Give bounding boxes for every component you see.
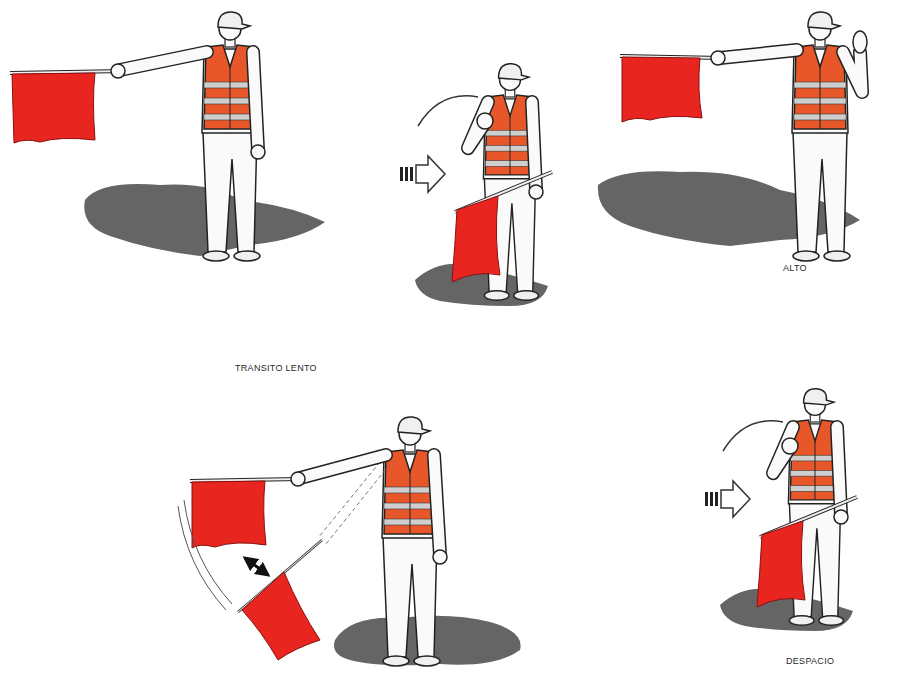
flagger-wave-flag — [178, 417, 521, 666]
signal-label: ALTO — [783, 263, 807, 273]
signal-label: TRANSITO LENTO — [235, 363, 317, 373]
flagger-slow-signal — [705, 389, 857, 631]
flagger-stop-hand — [598, 12, 867, 261]
signal-label: DESPACIO — [786, 656, 834, 666]
flagger-stop-flag — [10, 12, 325, 261]
flagger-slow-signal — [400, 64, 552, 306]
